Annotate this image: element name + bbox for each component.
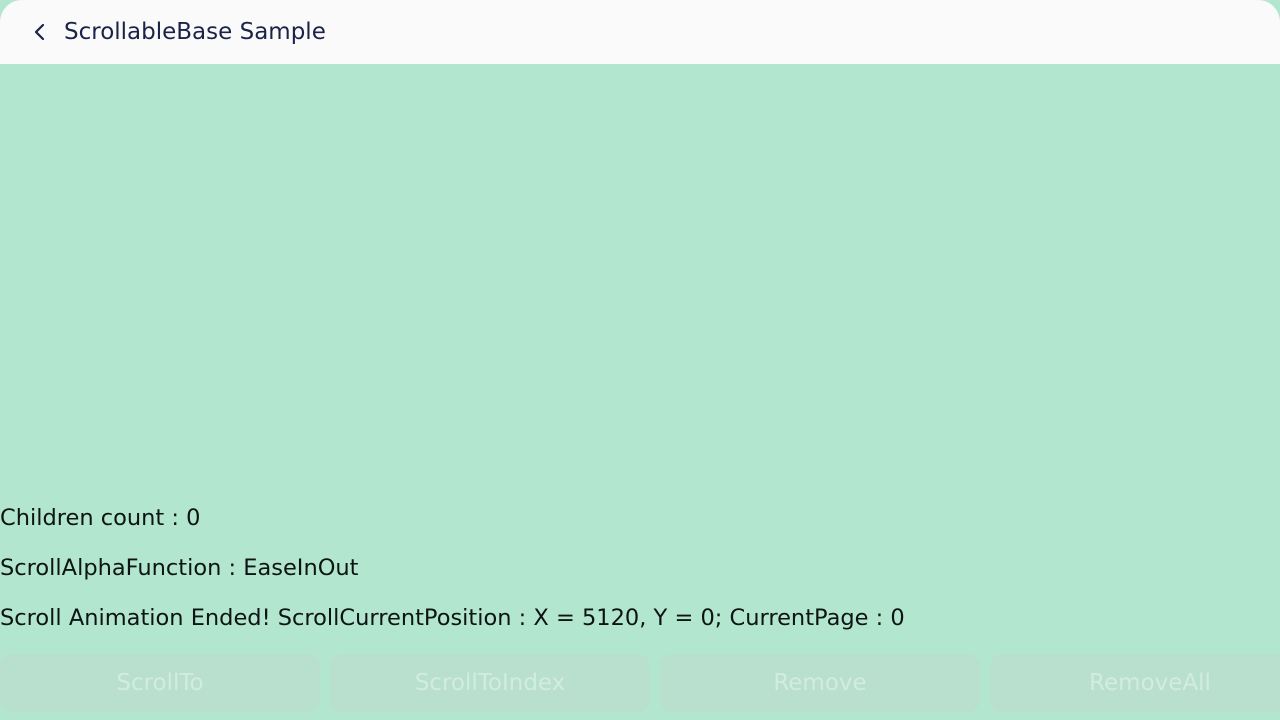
remove-button[interactable]: Remove: [660, 654, 980, 712]
scroll-status-label: Scroll Animation Ended! ScrollCurrentPos…: [0, 605, 905, 631]
back-button[interactable]: [24, 16, 56, 48]
scroll-alpha-function-label: ScrollAlphaFunction : EaseInOut: [0, 555, 359, 581]
page-title: ScrollableBase Sample: [64, 19, 326, 45]
children-count-label: Children count : 0: [0, 505, 201, 531]
remove-all-button[interactable]: RemoveAll: [990, 654, 1280, 712]
scroll-to-button[interactable]: ScrollTo: [0, 654, 320, 712]
chevron-left-icon: [34, 23, 45, 41]
title-bar: ScrollableBase Sample: [0, 0, 1280, 64]
scroll-to-index-button[interactable]: ScrollToIndex: [330, 654, 650, 712]
